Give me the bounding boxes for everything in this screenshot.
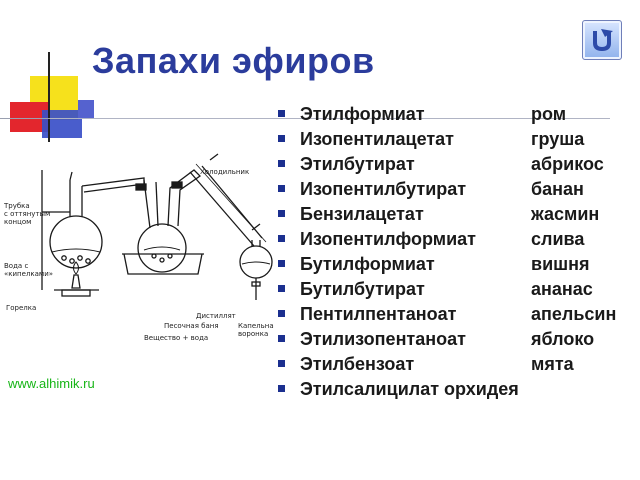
bullet-icon xyxy=(278,185,285,192)
ester-smell: ром xyxy=(531,104,567,124)
ester-smell: банан xyxy=(531,179,584,199)
ester-name: Изопентилбутират xyxy=(300,179,467,199)
return-arrow-icon xyxy=(593,29,613,52)
label-funnel-1: Капельная xyxy=(238,322,274,330)
ester-name: Этилбутират xyxy=(300,154,415,174)
label-distillate: Дистиллят xyxy=(196,312,236,320)
ester-name: Изопентилацетат xyxy=(300,129,454,149)
bullet-icon xyxy=(278,210,285,217)
label-funnel-2: воронка xyxy=(238,330,268,338)
bullet-icon xyxy=(278,385,285,392)
bullet-icon xyxy=(278,235,285,242)
label-substance: Вещество + вода xyxy=(144,334,208,342)
ester-name: Бутилбутират xyxy=(300,279,425,299)
ester-name: Бутилформиат xyxy=(300,254,435,274)
bullet-icon xyxy=(278,285,285,292)
label-water: Вода с xyxy=(4,262,28,270)
bullet-icon xyxy=(278,260,285,267)
ester-smell: ананас xyxy=(531,279,593,299)
label-water-2: «кипелками» xyxy=(4,270,53,278)
bullet-icon xyxy=(278,160,285,167)
label-burner: Горелка xyxy=(6,304,36,312)
ester-name: Бензилацетат xyxy=(300,204,424,224)
bullet-icon xyxy=(278,135,285,142)
ester-name-smell: Этилсалицилат орхидея xyxy=(300,379,519,399)
ester-smell: груша xyxy=(531,129,585,149)
decor-blue-square-small xyxy=(78,100,94,118)
ester-smell: слива xyxy=(531,229,585,249)
bullet-icon xyxy=(278,360,285,367)
label-tube-1: Трубка xyxy=(4,202,30,210)
ester-smell: жасмин xyxy=(531,204,600,224)
back-button[interactable] xyxy=(582,20,622,60)
ester-name: Пентилпентаноат xyxy=(300,304,457,324)
ester-name: Этилизопентаноат xyxy=(300,329,466,349)
label-tube-3: концом xyxy=(4,218,31,226)
label-tube-2: с оттянутым xyxy=(4,210,50,218)
ester-name: Изопентилформиат xyxy=(300,229,476,249)
slide-title: Запахи эфиров xyxy=(92,40,375,81)
title-underline xyxy=(50,118,610,119)
ester-smell: апельсин xyxy=(531,304,617,324)
bullet-icon xyxy=(278,310,285,317)
ester-smell: абрикос xyxy=(531,154,604,174)
label-sand-bath: Песочная баня xyxy=(164,322,219,330)
ester-smell: мята xyxy=(531,354,574,374)
ester-name: Этилбензоат xyxy=(300,354,415,374)
distillation-apparatus: Трубка с оттянутым концом Вода с «кипелк… xyxy=(4,153,274,342)
website-link[interactable]: www.alhimik.ru xyxy=(8,376,95,391)
bullet-icon xyxy=(278,335,285,342)
ester-smell: вишня xyxy=(531,254,590,274)
ester-name: Этилформиат xyxy=(300,104,425,124)
decor-vertical-line xyxy=(48,52,50,142)
label-condenser: Холодильник xyxy=(200,168,249,176)
bullet-icon xyxy=(278,110,285,117)
ester-smell: яблоко xyxy=(531,329,595,349)
